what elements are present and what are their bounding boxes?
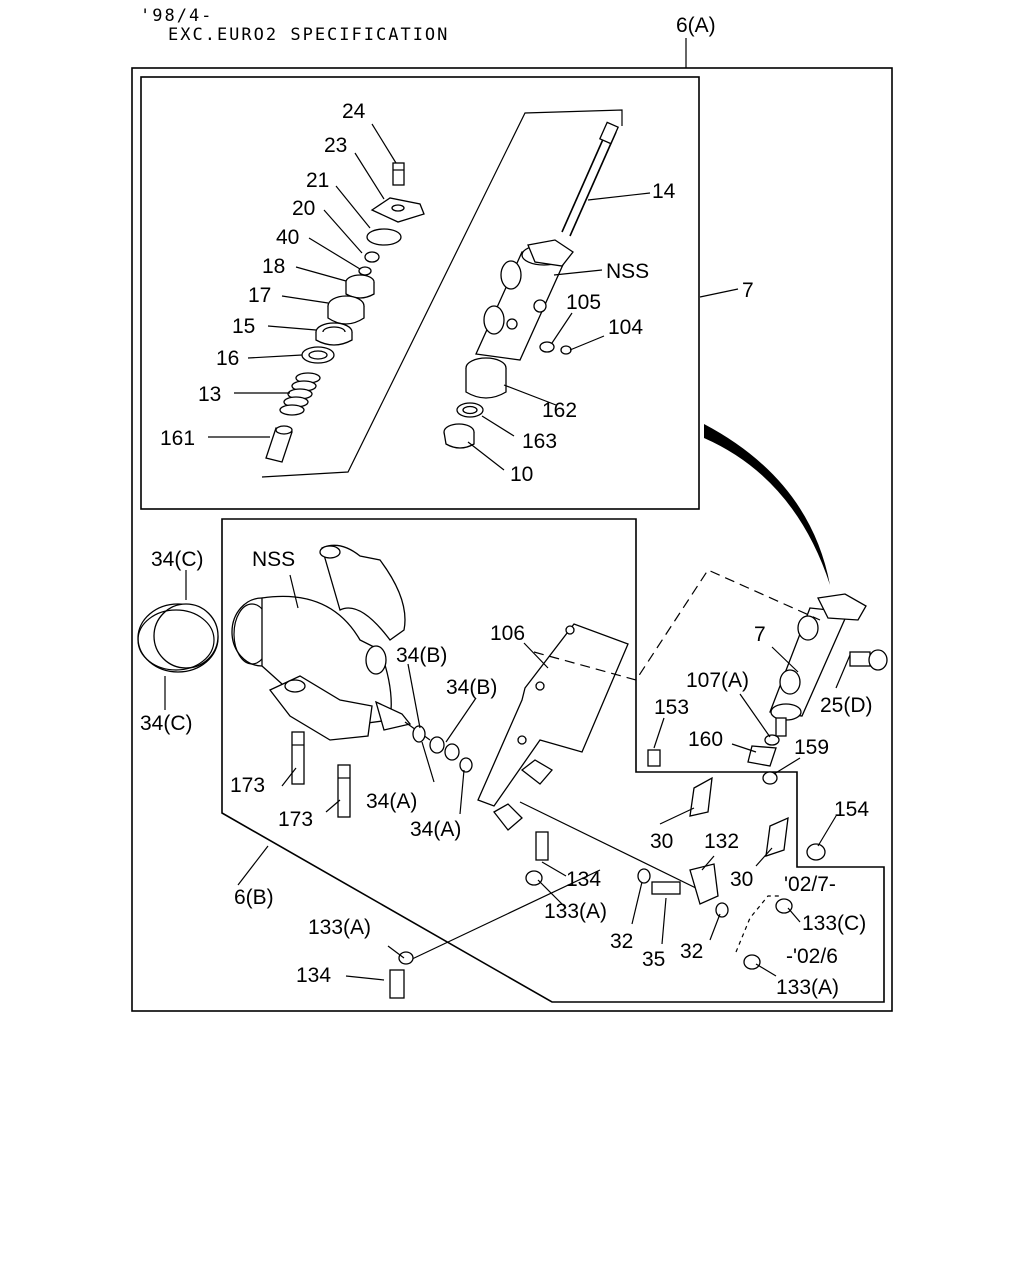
assembly-axis-dashed (533, 569, 821, 681)
callout-17: 17 (248, 284, 271, 307)
part-10-boot (443, 423, 475, 449)
callout-24: 24 (342, 100, 366, 123)
part-18-bushing (345, 274, 375, 299)
part-21-o-ring (366, 228, 402, 246)
part-13-spring (279, 372, 321, 416)
callout-34c-top: 34(C) (151, 548, 204, 571)
part-161-pin (265, 425, 293, 463)
callout-nss-lower: NSS (252, 548, 295, 571)
callout-7-outer: 7 (742, 279, 754, 302)
callout-133a-right: 133(A) (776, 976, 839, 999)
callout-16: 16 (216, 347, 239, 370)
callout-163: 163 (522, 430, 557, 453)
part-106-bracket (477, 623, 629, 807)
callout-34c-bottom: 34(C) (140, 712, 193, 735)
callout-13: 13 (198, 383, 221, 406)
hardware-fasteners (389, 734, 826, 999)
part-25d-bolt (849, 649, 888, 671)
part-14-pushrod (561, 121, 620, 237)
assembly-6b-frame (221, 518, 885, 1003)
part-24-bolt (392, 162, 405, 186)
part-23-plate (370, 197, 425, 223)
part-104-washer (560, 345, 572, 355)
callout-173-2: 173 (278, 808, 313, 831)
callout-nss-top: NSS (606, 260, 649, 283)
part-17-sleeve (327, 295, 365, 325)
callout-date-0206: -'02/6 (786, 945, 838, 968)
part-40-nut (358, 266, 372, 276)
callout-162: 162 (542, 399, 577, 422)
assembly-6a-frame (131, 67, 893, 1012)
callout-32-1: 32 (610, 930, 633, 953)
callout-159: 159 (794, 736, 829, 759)
callout-34a-2: 34(A) (410, 818, 461, 841)
detail-leader-lines (208, 123, 739, 471)
assembly-7-detail-frame (140, 76, 700, 510)
callout-106: 106 (490, 622, 525, 645)
specification-label: EXC.EURO2 SPECIFICATION (168, 25, 450, 45)
callout-134-mid: 134 (566, 868, 601, 891)
callout-15: 15 (232, 315, 255, 338)
part-162-cup (465, 357, 507, 399)
callout-30-1: 30 (650, 830, 673, 853)
water-outlet-housing-nss (231, 544, 412, 741)
callout-107a: 107(A) (686, 669, 749, 692)
callout-32-2: 32 (680, 940, 703, 963)
callout-21: 21 (306, 169, 329, 192)
callout-132: 132 (704, 830, 739, 853)
callout-20: 20 (292, 197, 315, 220)
detail-reference-arrow (704, 424, 830, 585)
callout-104: 104 (608, 316, 643, 339)
callout-18: 18 (262, 255, 285, 278)
bracket-clip (520, 759, 553, 785)
part-163-seal (456, 402, 484, 418)
detail-axis-line (261, 109, 623, 478)
callout-133a-low: 133(A) (308, 916, 371, 939)
part-20-washer (364, 251, 380, 263)
callout-10: 10 (510, 463, 533, 486)
callout-34b-1: 34(B) (396, 644, 447, 667)
callout-34b-2: 34(B) (446, 676, 497, 699)
callout-160: 160 (688, 728, 723, 751)
part-34c-hose-clamp (137, 603, 219, 673)
bracket-clip-lower (493, 803, 523, 831)
part-173-studs (291, 731, 351, 818)
part-15-piston (315, 322, 353, 346)
callout-23: 23 (324, 134, 347, 157)
part-16-seal (301, 346, 335, 364)
callout-25d: 25(D) (820, 694, 873, 717)
lower-leader-lines (237, 574, 851, 981)
callout-161: 161 (160, 427, 195, 450)
slave-cylinder-7 (769, 593, 867, 737)
part-34-seals (412, 725, 473, 773)
callout-35: 35 (642, 948, 665, 971)
callout-133c: 133(C) (802, 912, 866, 935)
callout-labels: 6(A) 7 24 23 21 20 40 18 17 15 16 13 161… (140, 14, 873, 999)
callout-30-2: 30 (730, 868, 753, 891)
callout-133a-mid: 133(A) (544, 900, 607, 923)
cylinder-body-nss (475, 239, 574, 361)
date-range-label: '98/4- (140, 6, 214, 26)
callout-134-low: 134 (296, 964, 331, 987)
callout-6a: 6(A) (676, 14, 716, 37)
callout-7-inner: 7 (754, 623, 766, 646)
callout-date-0207: '02/7- (784, 873, 836, 896)
callout-34a-1: 34(A) (366, 790, 417, 813)
part-105-fitting (539, 341, 555, 353)
callout-173-1: 173 (230, 774, 265, 797)
callout-14: 14 (652, 180, 676, 203)
callout-6b: 6(B) (234, 886, 274, 909)
callout-40: 40 (276, 226, 299, 249)
callout-154: 154 (834, 798, 869, 821)
callout-153: 153 (654, 696, 689, 719)
callout-105: 105 (566, 291, 601, 314)
